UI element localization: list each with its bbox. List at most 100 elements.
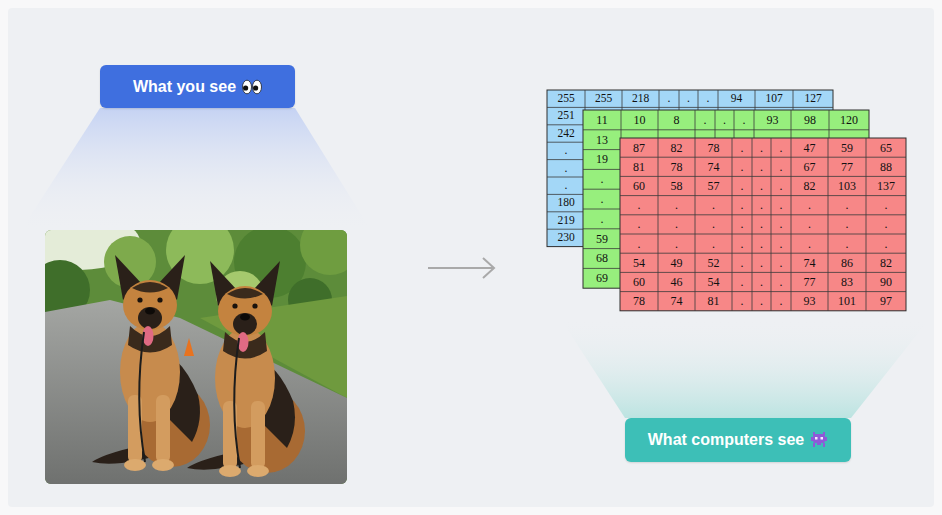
background-panel <box>8 8 934 507</box>
pixel-value: 74 <box>695 157 732 176</box>
pixel-value: . <box>547 160 585 177</box>
pixel-value: 68 <box>583 249 621 269</box>
pixel-value: . <box>734 110 754 130</box>
pixel-value: . <box>752 196 771 215</box>
pixel-matrices <box>547 90 906 311</box>
pixel-value: 78 <box>620 292 658 311</box>
pixel-value: 58 <box>658 176 695 195</box>
pixel-value: . <box>715 110 734 130</box>
matrix-ground <box>620 138 906 311</box>
pixel-value: . <box>732 196 752 215</box>
pixel-value: 60 <box>620 272 658 291</box>
pixel-value: . <box>752 292 771 311</box>
pixel-value: . <box>620 196 658 215</box>
pixel-value: . <box>679 90 698 107</box>
pixel-value: . <box>732 176 752 195</box>
pixel-value: . <box>752 215 771 234</box>
pixel-value: . <box>866 196 906 215</box>
pixel-value: 60 <box>620 176 658 195</box>
pixel-value: 97 <box>866 292 906 311</box>
pixel-value: 86 <box>828 253 866 272</box>
pixel-value: 13 <box>583 130 621 150</box>
pixel-value: 8 <box>658 110 695 130</box>
pill-text: What you see <box>133 77 236 96</box>
pixel-value: . <box>732 292 752 311</box>
pixel-value: 103 <box>828 176 866 195</box>
pixel-value: . <box>732 138 752 157</box>
pixel-value: . <box>828 196 866 215</box>
matrix-column-line <box>732 138 733 311</box>
pixel-value: . <box>695 196 732 215</box>
pixel-value: . <box>658 215 695 234</box>
pixel-value: . <box>732 253 752 272</box>
matrix-column-line <box>752 138 753 311</box>
pixel-value: . <box>658 234 695 253</box>
pixel-value: . <box>732 157 752 176</box>
matrix-column-line <box>695 138 696 311</box>
pixel-value: 219 <box>547 212 585 229</box>
matrix-row-line <box>620 195 906 196</box>
pixel-value: 46 <box>658 272 695 291</box>
red-channel-matrix <box>620 138 906 311</box>
pixel-value: . <box>620 234 658 253</box>
matrix-row-line <box>620 157 906 158</box>
pixel-value: 77 <box>828 157 866 176</box>
matrix-column-line <box>658 138 659 311</box>
pixel-value: . <box>752 272 771 291</box>
pixel-value: 101 <box>828 292 866 311</box>
pixel-value: . <box>828 234 866 253</box>
pixel-value: . <box>695 215 732 234</box>
pixel-value: 11 <box>583 110 621 130</box>
pixel-value: . <box>583 189 621 209</box>
pixel-value: 82 <box>791 176 828 195</box>
pixel-value: 54 <box>620 253 658 272</box>
pixel-value: 107 <box>755 90 793 107</box>
pixel-value: 137 <box>866 176 906 195</box>
blue-spotlight <box>20 108 372 232</box>
pixel-value: . <box>620 215 658 234</box>
matrix-row-line <box>620 214 906 215</box>
pixel-value: . <box>752 157 771 176</box>
pixel-value: . <box>732 234 752 253</box>
pixel-value: . <box>771 234 791 253</box>
pixel-value: 242 <box>547 125 585 142</box>
pixel-value: 180 <box>547 194 585 211</box>
pixel-value: 82 <box>866 253 906 272</box>
matrix-column-line <box>828 138 829 311</box>
pixel-value: . <box>771 272 791 291</box>
pixel-value: . <box>695 110 715 130</box>
pixel-value: 93 <box>791 292 828 311</box>
pixel-value: . <box>752 138 771 157</box>
pixel-value: . <box>866 215 906 234</box>
matrix-column-line <box>866 138 867 311</box>
pixel-value: . <box>791 234 828 253</box>
pixel-value: 59 <box>828 138 866 157</box>
pixel-value: 94 <box>718 90 755 107</box>
eyes-icon <box>242 79 262 95</box>
pixel-value: 47 <box>791 138 828 157</box>
matrix-row-line <box>547 107 833 108</box>
matrix-column-line <box>771 138 772 311</box>
pixel-value: . <box>695 234 732 253</box>
pixel-value: . <box>583 169 621 189</box>
pixel-value: 120 <box>829 110 869 130</box>
pixel-value: 57 <box>695 176 732 195</box>
label-pill: What you see <box>100 65 295 108</box>
pixel-value: 255 <box>585 90 622 107</box>
alien-icon <box>810 432 828 448</box>
pixel-value: 67 <box>791 157 828 176</box>
pixel-value: . <box>752 234 771 253</box>
matrix-column-line <box>791 138 792 311</box>
pixel-value: 74 <box>791 253 828 272</box>
pixel-value: . <box>698 90 718 107</box>
matrix-row-line <box>620 272 906 273</box>
pixel-value: 65 <box>866 138 906 157</box>
pixel-value: 255 <box>547 90 585 107</box>
pixel-value: . <box>583 209 621 229</box>
pixel-value: . <box>771 292 791 311</box>
pixel-value: 87 <box>620 138 658 157</box>
pixel-value: 78 <box>658 157 695 176</box>
pixel-value: 77 <box>791 272 828 291</box>
pixel-value: . <box>828 215 866 234</box>
pixel-value: 81 <box>695 292 732 311</box>
